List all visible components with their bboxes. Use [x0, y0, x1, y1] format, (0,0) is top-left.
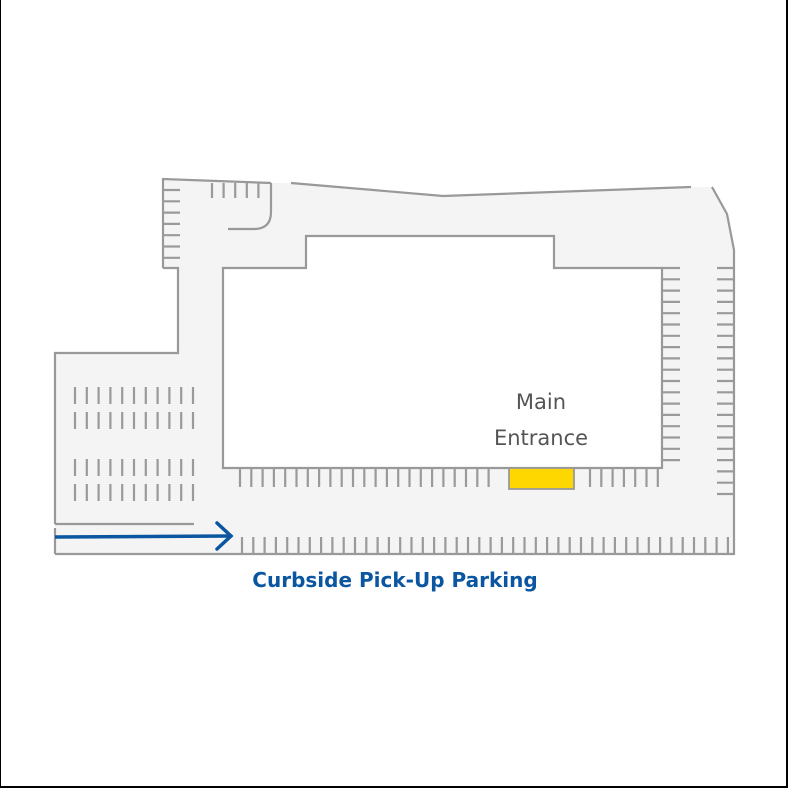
- parking-stalls: [73, 183, 734, 554]
- main-entrance-label-line2: Entrance: [493, 426, 589, 450]
- arrow-right-icon: [54, 521, 234, 551]
- main-entrance-marker: [508, 467, 575, 490]
- main-entrance-label-line1: Main: [515, 390, 567, 414]
- curbside-pickup-title: Curbside Pick-Up Parking: [252, 568, 538, 592]
- lot-boundary: [53, 177, 736, 556]
- store-building: [221, 234, 664, 470]
